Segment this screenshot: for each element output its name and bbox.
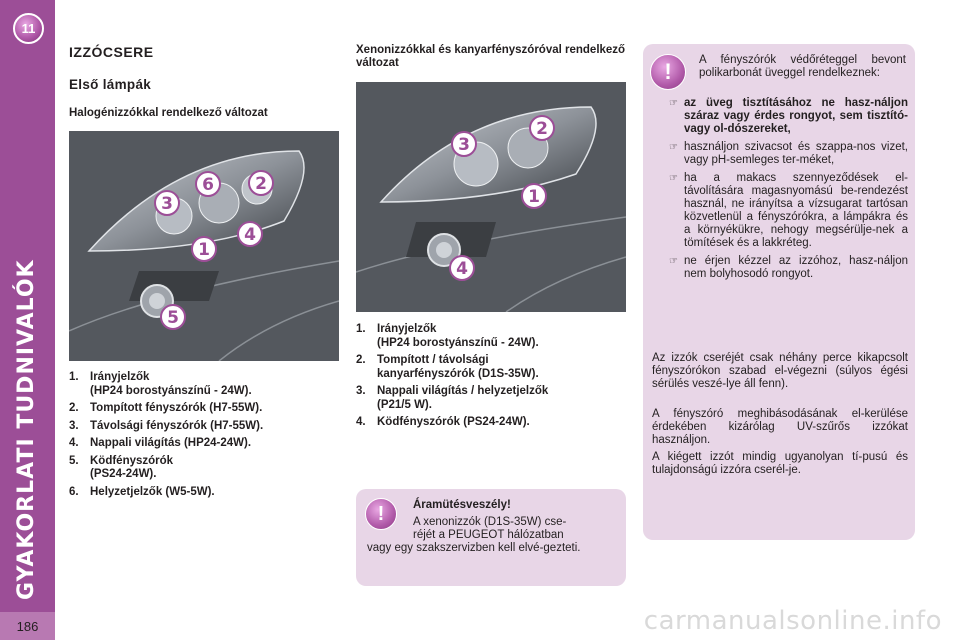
- list-item: 1.Irányjelzők(HP24 borostyánszínű - 24W)…: [356, 323, 539, 349]
- callout-4: 4: [237, 221, 263, 247]
- xenon-title: Xenonizzókkal és kanyarfényszóróval rend…: [356, 44, 626, 69]
- svg-text:3: 3: [161, 194, 173, 214]
- care-box: ! A fényszórók védőréteggel bevont polik…: [643, 44, 915, 540]
- care-intro: A fényszórók védőréteggel bevont polikar…: [699, 54, 906, 79]
- care-bullet-list: ☞az üveg tisztításához ne hasz-náljon sz…: [669, 97, 908, 286]
- svg-text:5: 5: [167, 308, 179, 328]
- svg-text:6: 6: [202, 175, 214, 195]
- care-paragraph-1: Az izzók cseréjét csak néhány perce kika…: [652, 352, 908, 390]
- danger-box: ! Áramütésveszély! A xenonizzók (D1S-35W…: [356, 489, 626, 586]
- svg-text:1: 1: [528, 187, 540, 207]
- xenon-headlamp-photo: 3 2 1 4: [356, 82, 626, 312]
- callout-3: 3: [451, 131, 477, 157]
- danger-text: vagy egy szakszervizben kell elvé-geztet…: [367, 542, 581, 554]
- callout-2: 2: [248, 170, 274, 196]
- page-title: IZZÓCSERE: [69, 44, 154, 60]
- svg-text:1: 1: [198, 240, 210, 260]
- pointing-hand-icon: ☞: [669, 98, 678, 109]
- pointing-hand-icon: ☞: [669, 173, 678, 184]
- list-item: 3.Nappali világítás / helyzetjelzők(P21/…: [356, 385, 549, 411]
- callout-3: 3: [154, 190, 180, 216]
- care-paragraph-2: A fényszóró meghibásodásának el-kerülése…: [652, 408, 908, 446]
- chapter-number: 11: [21, 21, 36, 36]
- list-item: ☞ha a makacs szennyeződések el-távolítás…: [669, 172, 908, 249]
- watermark: carmanualsonline.info: [643, 606, 942, 636]
- list-item: 6.Helyzetjelzők (W5-5W).: [69, 485, 215, 498]
- xenon-bulb-list: 1.Irányjelzők(HP24 borostyánszínű - 24W)…: [356, 323, 636, 434]
- page-number: 186: [0, 612, 55, 640]
- pointing-hand-icon: ☞: [669, 256, 678, 267]
- sidebar: 11 GYAKORLATI TUDNIVALÓK: [0, 0, 55, 640]
- danger-line-2: réjét a PEUGEOT hálózatban: [413, 529, 564, 541]
- svg-text:2: 2: [536, 119, 548, 139]
- list-item: 3.Távolsági fényszórók (H7-55W).: [69, 419, 264, 432]
- svg-text:3: 3: [458, 135, 470, 155]
- exclamation-icon: !: [365, 498, 397, 530]
- callout-6: 6: [195, 171, 221, 197]
- exclamation-icon: !: [650, 54, 686, 90]
- danger-title: Áramütésveszély!: [413, 499, 511, 511]
- list-item: ☞az üveg tisztításához ne hasz-náljon sz…: [669, 97, 908, 135]
- care-paragraph-3: A kiégett izzót mindig ugyanolyan tí-pus…: [652, 451, 908, 476]
- list-item: 4.Nappali világítás (HP24-24W).: [69, 437, 252, 449]
- halogen-headlamp-photo: 6 2 3 4 1 5: [69, 131, 339, 361]
- callout-5: 5: [160, 304, 186, 330]
- list-item: ☞ne érjen kézzel az izzóhoz, hasz-náljon…: [669, 255, 908, 280]
- callout-4: 4: [449, 255, 475, 281]
- list-item: ☞használjon szivacsot és szappa-nos vize…: [669, 141, 908, 166]
- page-subtitle: Első lámpák: [69, 77, 152, 92]
- halogen-headlamp-illustration: 6 2 3 4 1 5: [69, 131, 339, 361]
- list-item: 5.Ködfényszórók(PS24-24W).: [69, 454, 174, 481]
- svg-text:4: 4: [244, 225, 256, 245]
- pointing-hand-icon: ☞: [669, 142, 678, 153]
- callout-2: 2: [529, 115, 555, 141]
- svg-text:4: 4: [456, 259, 468, 279]
- callout-1: 1: [191, 236, 217, 262]
- list-item: 1.Irányjelzők(HP24 borostyánszínű - 24W)…: [69, 371, 252, 397]
- halogen-bulb-list: 1.Irányjelzők(HP24 borostyánszínű - 24W)…: [69, 371, 349, 503]
- chapter-badge: 11: [13, 13, 44, 44]
- svg-text:2: 2: [255, 174, 267, 194]
- list-item: 2.Tompított fényszórók (H7-55W).: [69, 402, 263, 414]
- danger-line-1: A xenonizzók (D1S-35W) cse-: [413, 516, 567, 528]
- callout-1: 1: [521, 183, 547, 209]
- section-title: GYAKORLATI TUDNIVALÓK: [14, 259, 39, 600]
- list-item: 4.Ködfényszórók (PS24-24W).: [356, 416, 530, 428]
- xenon-headlamp-illustration: 3 2 1 4: [356, 82, 626, 312]
- halogen-title: Halogénizzókkal rendelkező változat: [69, 107, 268, 119]
